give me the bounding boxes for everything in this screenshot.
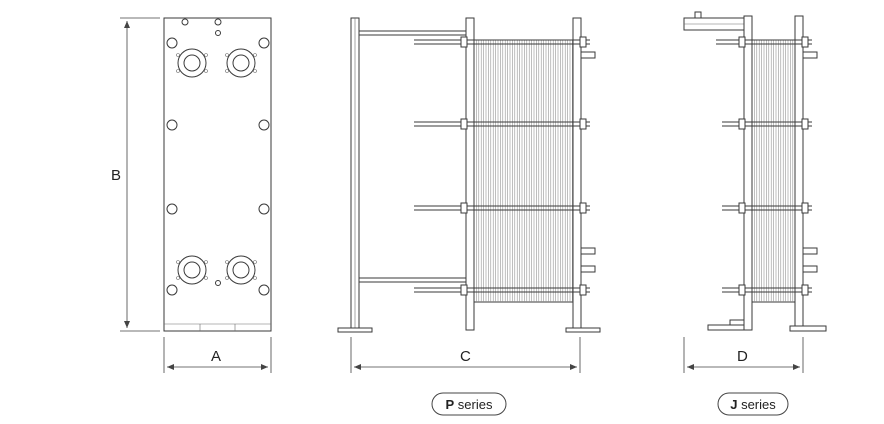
base-rail-j — [707, 324, 745, 331]
pressure-plate-j — [743, 15, 753, 331]
port-flanges — [176, 48, 257, 285]
svg-text:J series: J series — [730, 397, 776, 412]
dimension-d: D — [683, 337, 804, 373]
dimension-b-label: B — [111, 167, 121, 184]
j-series-side-view: D — [683, 11, 827, 373]
tie-bolts — [414, 36, 590, 296]
nozzles-j — [802, 51, 818, 273]
p-series-side-view: C — [337, 17, 601, 373]
support-foot — [337, 327, 373, 333]
front-view: B A — [111, 17, 272, 373]
frame-plate-j — [794, 15, 804, 331]
dimension-d-label: D — [737, 348, 748, 365]
dimension-c: C — [350, 337, 581, 373]
tie-bolts-j — [716, 36, 812, 296]
j-series-label: J series — [717, 392, 789, 416]
nozzles — [580, 51, 596, 273]
p-series-word: series — [454, 397, 493, 412]
svg-text:P series: P series — [446, 397, 493, 412]
p-series-letter: P — [446, 397, 455, 412]
p-series-label: P series — [431, 392, 507, 416]
j-series-word: series — [737, 397, 776, 412]
j-series-letter: J — [730, 397, 737, 412]
dimension-a-label: A — [211, 348, 221, 365]
dimension-a: A — [163, 337, 272, 373]
pressure-plate — [465, 17, 475, 331]
plate-lines — [476, 40, 573, 302]
dimension-c-label: C — [460, 348, 471, 365]
frame-plate-side — [572, 17, 582, 331]
dimension-b: B — [111, 17, 160, 332]
frame-foot — [565, 327, 601, 333]
bolt-holes — [166, 18, 270, 296]
frame-foot-j — [789, 325, 827, 332]
plate-lines-j — [754, 40, 794, 302]
plate-pack — [473, 39, 574, 303]
